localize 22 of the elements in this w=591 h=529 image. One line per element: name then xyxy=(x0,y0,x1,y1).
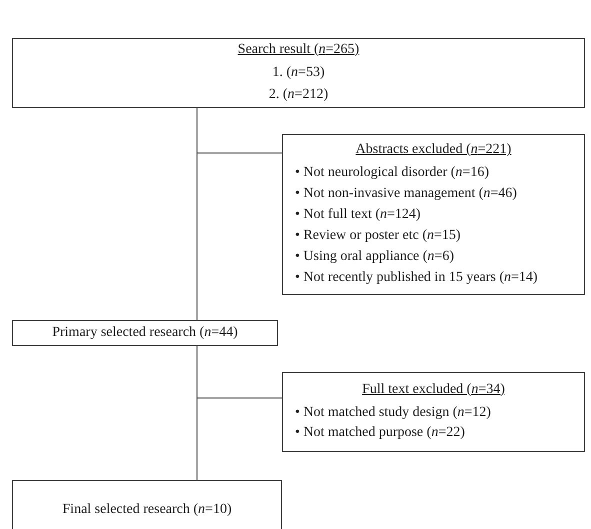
bullet-item: • Not matched study design (n=12) xyxy=(295,404,492,422)
search-result-box xyxy=(12,38,585,108)
bullet-item: • Using oral appliance (n=6) xyxy=(295,248,455,266)
exclusion-box xyxy=(282,372,585,452)
box-heading: Full text excluded (n=34) xyxy=(361,380,506,399)
box-heading: Abstracts excluded (n=221) xyxy=(354,141,512,160)
exclusion-box xyxy=(282,134,585,295)
bullet-item: • Review or poster etc (n=15) xyxy=(295,226,462,245)
box-text: 1. (n=53) xyxy=(272,64,325,82)
box-text: 2. (n=212) xyxy=(268,86,328,104)
bullet-item: • Not recently published in 15 years (n=14) xyxy=(295,268,539,287)
bullet-item: • Not matched purpose (n=22) xyxy=(295,424,466,442)
bullet-item: • Not non-invasive management (n=46) xyxy=(295,185,518,204)
connector-line xyxy=(196,346,198,480)
connector-line xyxy=(196,108,198,320)
process-box xyxy=(12,320,278,346)
box-heading: Search result (n=265) xyxy=(238,40,360,59)
box-text: Final selected research (n=10) xyxy=(62,500,232,519)
bullet-item: • Not full text (n=124) xyxy=(295,206,422,224)
bullet-item: • Not neurological disorder (n=16) xyxy=(295,164,490,182)
process-box xyxy=(12,480,282,529)
box-text: Primary selected research (n=44) xyxy=(52,324,238,342)
